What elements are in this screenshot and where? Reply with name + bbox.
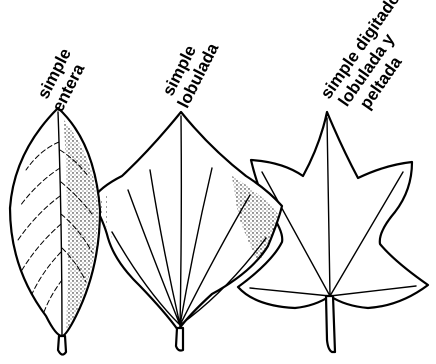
entire-leaf [10, 108, 100, 355]
label-entire: simple entera [31, 45, 92, 115]
lobed-leaf [92, 112, 282, 351]
label-lobed: simple lobulada [157, 31, 223, 111]
label-peltate: simple digitado lobulada y peltada [317, 0, 435, 124]
